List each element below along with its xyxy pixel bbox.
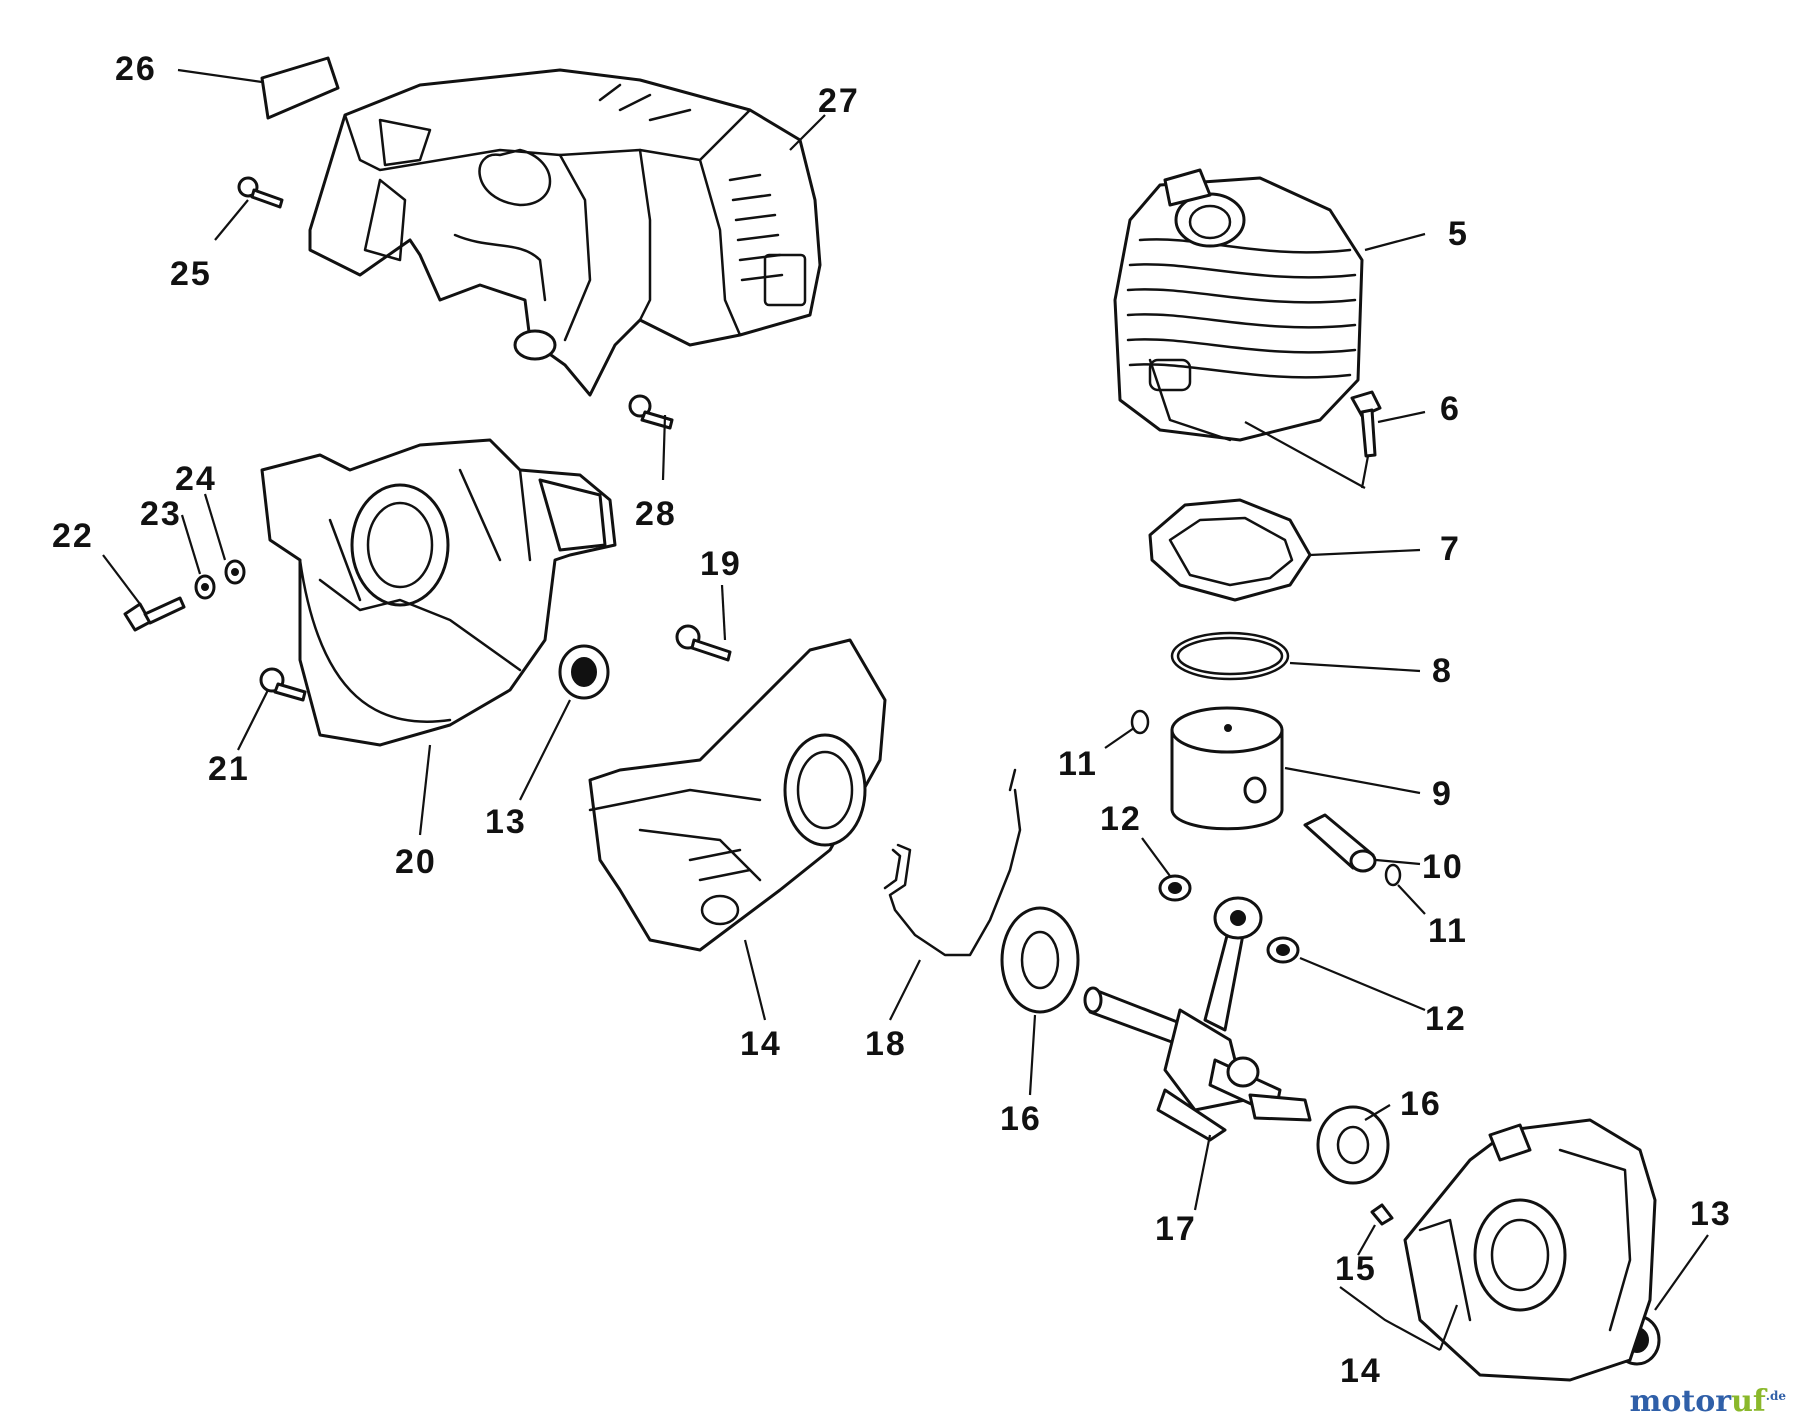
fan-housing-icon [260,438,617,747]
label-12-top: 12 [1100,800,1142,838]
clip-icon [1130,709,1402,887]
screw-25-icon [237,176,284,209]
needle-bearing-icon [1158,874,1300,964]
label-27: 27 [818,82,860,120]
piston-icon [1170,706,1284,831]
label-13-left: 13 [485,803,527,841]
label-16-left: 16 [1000,1100,1042,1138]
label-16-right: 16 [1400,1085,1442,1123]
label-22: 22 [52,517,94,555]
label-14-bottom: 14 [1340,1352,1382,1390]
screw-21-icon [259,667,307,702]
watermark-part-a: motor [1629,1384,1732,1419]
screw-19-icon [675,624,732,662]
label-12-right: 12 [1425,1000,1467,1038]
label-28: 28 [635,495,677,533]
label-25: 25 [170,255,212,293]
label-21: 21 [208,750,250,788]
label-6: 6 [1440,390,1461,428]
rear-crankcase-icon [1403,1118,1657,1382]
label-26: 26 [115,50,157,88]
label-10: 10 [1422,848,1464,886]
label-9: 9 [1432,775,1453,813]
label-14-center: 14 [740,1025,782,1063]
part-labels: 26 27 25 5 6 7 8 11 9 12 10 11 12 24 23 … [52,50,1732,1390]
label-18: 18 [865,1025,907,1063]
washer-icon [194,559,246,600]
watermark-logo: motoruf.de [1630,1384,1786,1419]
engine-cover-icon [308,68,822,397]
crankcase-gasket-icon [883,768,1022,957]
watermark-suffix: .de [1765,1389,1786,1403]
watermark-part-b: uf [1731,1384,1766,1419]
label-15: 15 [1335,1250,1377,1288]
crankcase-icon [588,638,887,952]
gasket-icon [1148,498,1312,602]
ball-bearing-icon [1000,906,1390,1185]
crankshaft-icon [1083,896,1312,1142]
label-5: 5 [1448,215,1469,253]
label-24: 24 [175,460,217,498]
label-19: 19 [700,545,742,583]
label-17: 17 [1155,1210,1197,1248]
label-11-top: 11 [1058,745,1098,783]
label-20: 20 [395,843,437,881]
piston-pin-icon [1303,813,1377,873]
bolt-6-icon [1350,390,1382,458]
dowel-pin-icon [1370,1203,1394,1226]
cylinder-icon [1113,168,1364,442]
screw-22-icon [123,596,186,632]
label-11-right: 11 [1428,912,1468,950]
label-13-right: 13 [1690,1195,1732,1233]
leader-lines [102,68,1709,1351]
piston-ring-icon [1170,631,1290,681]
label-23: 23 [140,495,182,533]
decal-icon [260,56,340,120]
label-7: 7 [1440,530,1461,568]
label-8: 8 [1432,652,1453,690]
